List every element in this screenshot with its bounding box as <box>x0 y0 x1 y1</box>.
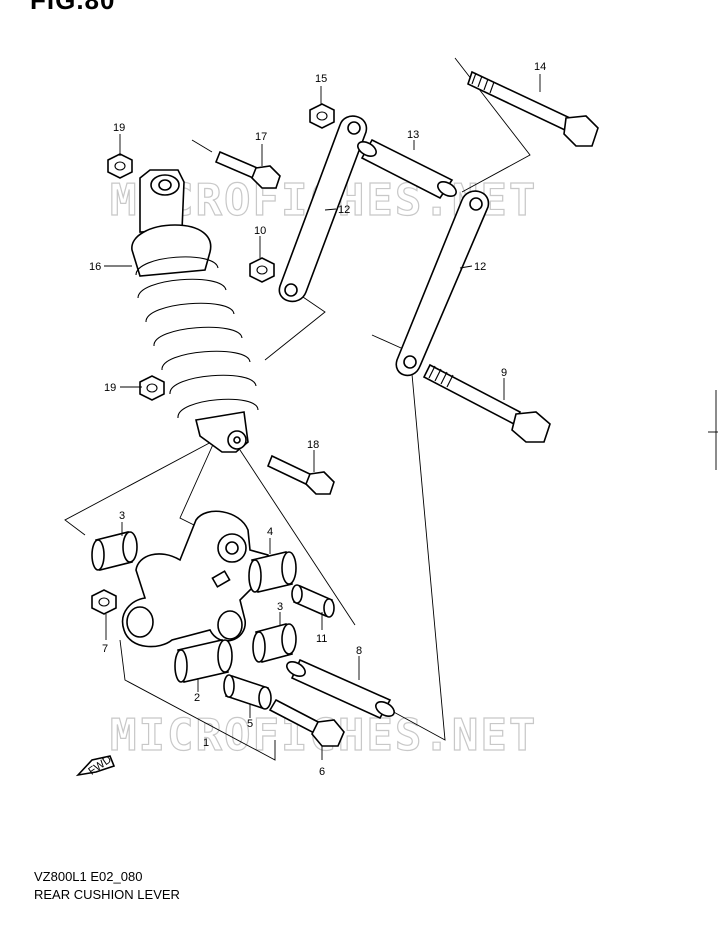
callout-7: 7 <box>102 643 108 655</box>
figure-title: FIG.80 <box>30 0 116 15</box>
callout-14: 14 <box>534 61 546 73</box>
callout-11: 11 <box>316 633 327 645</box>
rear-shock-absorber[interactable] <box>131 169 259 453</box>
page-edge-marks <box>708 390 718 470</box>
callout-2: 2 <box>194 692 200 704</box>
callout-16: 16 <box>89 261 101 273</box>
cushion-rod-left[interactable] <box>278 115 368 303</box>
callout-1: 1 <box>203 737 209 749</box>
callout-18: 18 <box>307 439 319 451</box>
bushing-2[interactable] <box>174 639 233 683</box>
spacer-tube-8[interactable] <box>284 658 396 720</box>
callout-4: 4 <box>267 526 273 538</box>
leader-lines <box>104 74 541 760</box>
bolt-17[interactable] <box>214 150 281 189</box>
callout-labels: 1 2 3 3 4 5 6 7 8 9 10 11 12 12 13 14 15… <box>89 61 546 778</box>
callout-8: 8 <box>356 645 362 657</box>
callout-6: 6 <box>319 766 325 778</box>
model-code: VZ800L1 E02_080 <box>34 869 143 884</box>
bolt-6[interactable] <box>268 698 345 747</box>
nut-19-upper[interactable] <box>107 153 133 179</box>
bushing-4[interactable] <box>248 551 297 593</box>
bolt-18[interactable] <box>266 454 335 495</box>
nut-15[interactable] <box>309 103 335 129</box>
bolt-14[interactable] <box>467 70 599 147</box>
callout-10: 10 <box>254 225 266 237</box>
callout-19: 19 <box>104 382 116 394</box>
callout-3: 3 <box>277 601 283 613</box>
spacer-tube-13[interactable] <box>355 138 458 200</box>
bolt-9[interactable] <box>422 363 551 443</box>
nut-7[interactable] <box>91 589 117 615</box>
section-title: REAR CUSHION LEVER <box>34 887 180 902</box>
callout-3: 3 <box>119 510 125 522</box>
cushion-rod-right[interactable] <box>395 190 490 377</box>
spacer-5[interactable] <box>223 674 272 710</box>
callout-17: 17 <box>255 131 267 143</box>
callout-12: 12 <box>474 261 486 273</box>
spacer-11[interactable] <box>291 584 335 618</box>
fwd-arrow-icon: FWD <box>75 754 116 778</box>
callout-9: 9 <box>501 367 507 379</box>
callout-12: 12 <box>338 204 350 216</box>
bushing-3-right[interactable] <box>252 623 297 663</box>
cushion-lever[interactable] <box>121 510 271 648</box>
callout-5: 5 <box>247 718 253 730</box>
nut-19-lower[interactable] <box>139 375 165 401</box>
nut-10[interactable] <box>249 257 275 283</box>
callout-15: 15 <box>315 73 327 85</box>
bushing-3-left[interactable] <box>91 531 138 571</box>
assembly-guide-lines <box>64 57 531 761</box>
callout-13: 13 <box>407 129 419 141</box>
callout-19: 19 <box>113 122 125 134</box>
